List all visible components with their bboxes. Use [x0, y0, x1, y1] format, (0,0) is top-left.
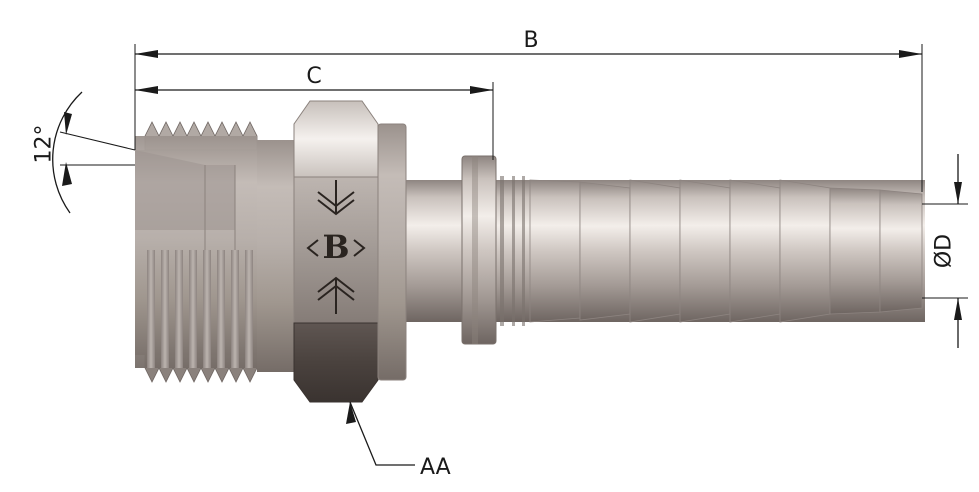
dimension-c-label: C [306, 64, 321, 89]
angle-label: 12° [32, 125, 57, 164]
logo-letter: B [322, 228, 349, 266]
brand-logo [306, 180, 366, 314]
dimension-aa-label: AA [420, 455, 451, 480]
dimension-c [135, 82, 494, 160]
threaded-body [135, 121, 315, 383]
dimension-b-label: B [523, 28, 538, 53]
dimension-d [922, 154, 968, 348]
dimension-d-label: ØD [932, 234, 957, 268]
barbs [529, 179, 923, 323]
dimension-b [134, 44, 923, 192]
thread-grooves [147, 250, 253, 368]
hose-tail [405, 155, 925, 345]
dimension-angle [52, 91, 136, 214]
dimension-aa [346, 401, 415, 466]
